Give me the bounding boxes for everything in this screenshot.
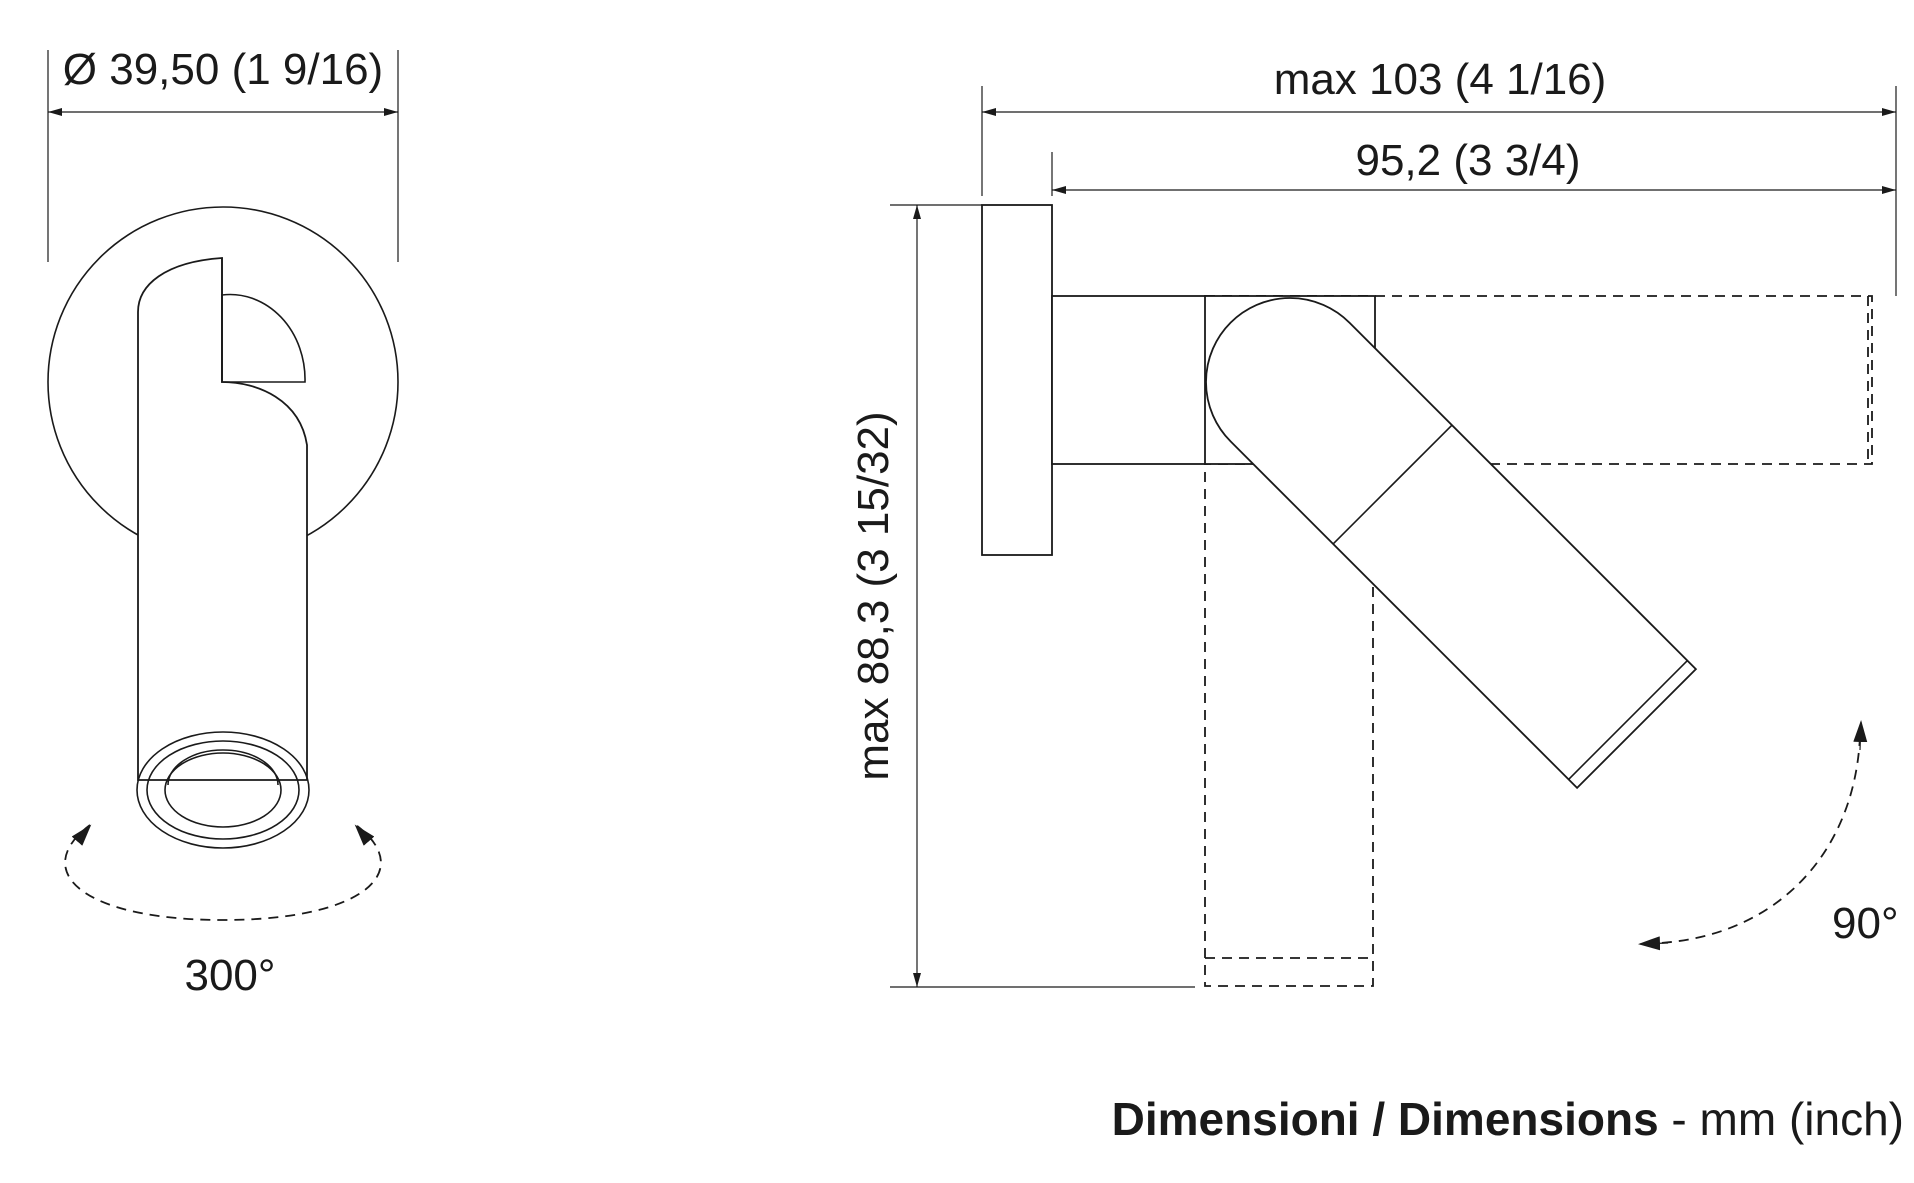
lamp-head-lens-edge bbox=[1568, 660, 1688, 780]
tilt-arc bbox=[1659, 735, 1861, 944]
caption-separator: - bbox=[1658, 1093, 1700, 1145]
front-view: Ø 39,50 (1 9/16) 300° bbox=[47, 45, 399, 1000]
rotation-arc bbox=[64, 824, 382, 921]
rotation-angle-label: 300° bbox=[184, 951, 275, 1000]
lens-shadow bbox=[167, 749, 279, 786]
side-wall-plate bbox=[981, 204, 1053, 556]
tilt-angle-label: 90° bbox=[1832, 899, 1899, 948]
side-arm bbox=[1051, 295, 1208, 465]
arm-length-label: 95,2 (3 3/4) bbox=[1355, 136, 1580, 185]
lens-middle-ring bbox=[146, 740, 300, 840]
tilt-arrow-top bbox=[1853, 720, 1868, 751]
tilt-arrow-bottom bbox=[1638, 936, 1669, 951]
caption-units: mm (inch) bbox=[1699, 1093, 1904, 1145]
lens-outer-ring bbox=[136, 731, 310, 849]
rotation-arrow-left bbox=[71, 824, 92, 846]
side-view: max 103 (4 1/16) 95,2 (3 3/4) max 88,3 (… bbox=[849, 55, 1899, 988]
diameter-label: Ø 39,50 (1 9/16) bbox=[63, 45, 383, 94]
tilted-lamp-head bbox=[1205, 297, 1698, 790]
lamp-head-body bbox=[1205, 297, 1698, 790]
lamp-head-joint bbox=[1332, 424, 1453, 545]
pivot-detail bbox=[221, 293, 306, 383]
max-height-label: max 88,3 (3 15/32) bbox=[849, 411, 898, 780]
caption-title: Dimensioni / Dimensions bbox=[1111, 1093, 1659, 1145]
vertical-position-outline bbox=[1204, 295, 1374, 987]
dimensions-caption: Dimensioni / Dimensions - mm (inch) bbox=[1112, 1092, 1904, 1146]
rotation-arrow-right bbox=[354, 824, 375, 846]
lens-inner-ring bbox=[164, 752, 282, 828]
max-width-label: max 103 (4 1/16) bbox=[1274, 55, 1607, 104]
